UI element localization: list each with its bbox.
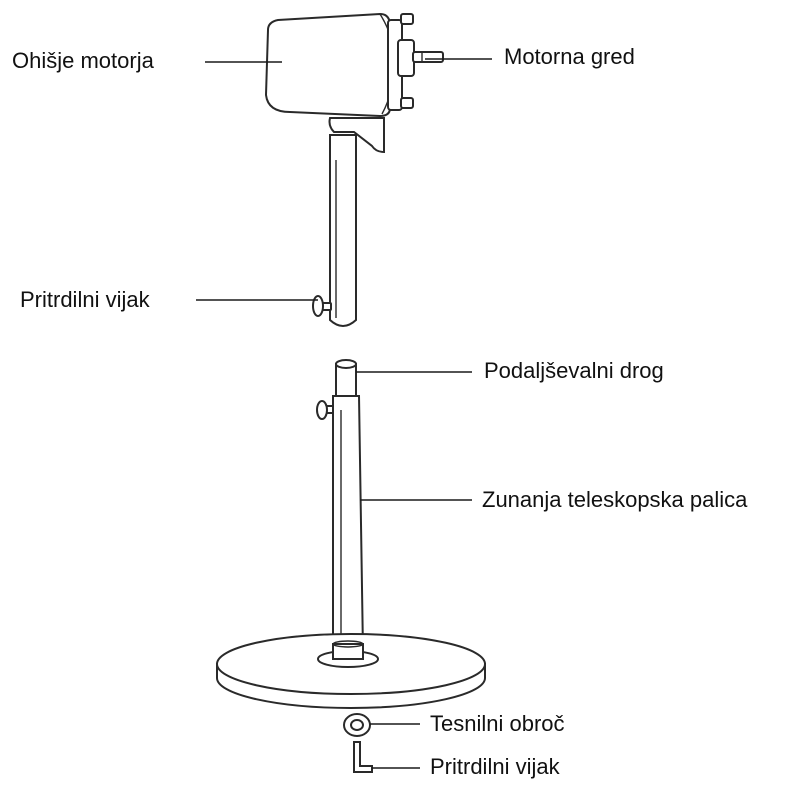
outer-telescopic-rod bbox=[332, 395, 365, 653]
label-outer-telescopic-rod: Zunanja teleskopska palica bbox=[482, 487, 748, 512]
base-plate bbox=[216, 633, 486, 709]
label-sealing-ring: Tesnilni obroč bbox=[430, 711, 565, 736]
sealing-ring bbox=[343, 713, 371, 737]
fixing-screw-bottom bbox=[353, 741, 373, 773]
label-motor-housing: Ohišje motorja bbox=[12, 48, 154, 73]
motor-shaft bbox=[412, 51, 444, 63]
label-extension-rod: Podaljševalni drog bbox=[484, 358, 664, 383]
upper-tube bbox=[329, 134, 357, 327]
label-fixing-screw-bottom: Pritrdilni vijak bbox=[430, 754, 560, 779]
label-motor-shaft: Motorna gred bbox=[504, 44, 635, 69]
fixing-screw-top bbox=[312, 295, 332, 317]
extension-rod bbox=[335, 359, 357, 401]
label-fixing-screw-top: Pritrdilni vijak bbox=[20, 287, 150, 312]
motor-housing bbox=[264, 12, 415, 118]
